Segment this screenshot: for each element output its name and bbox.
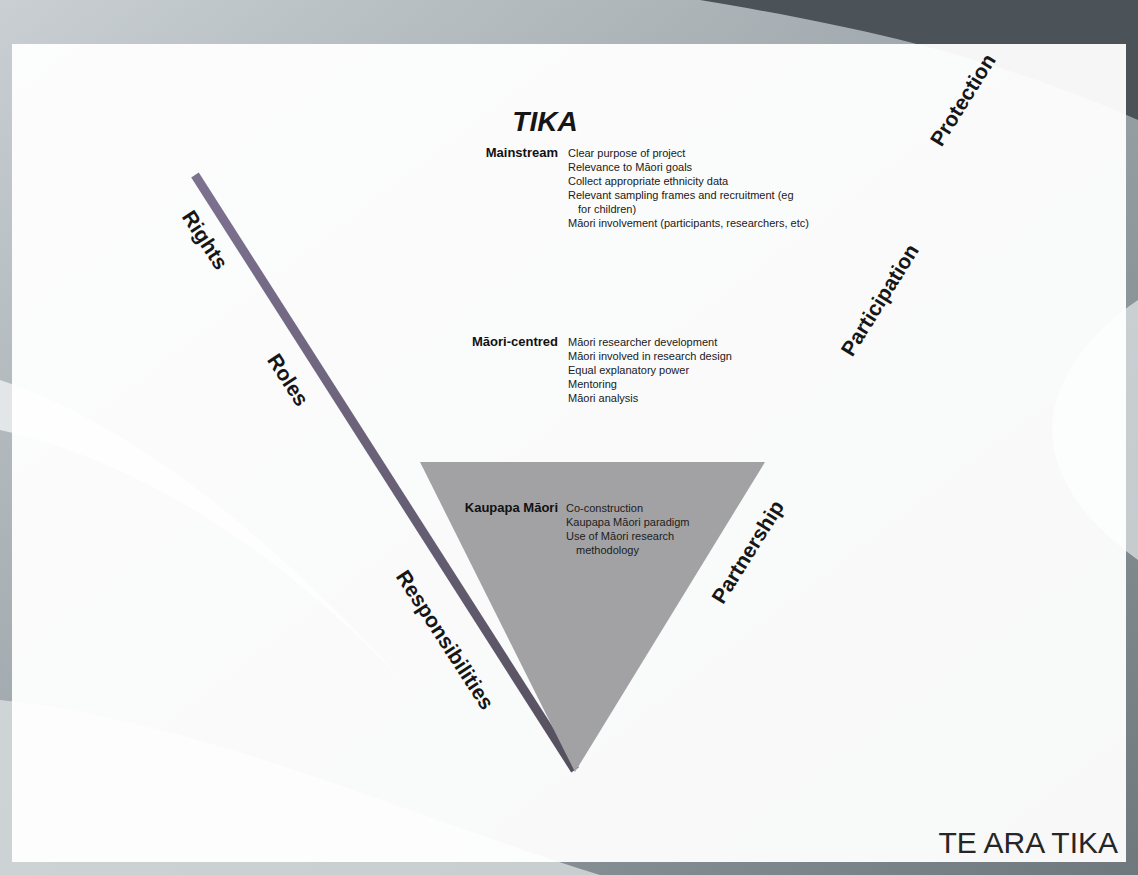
diagram-title: TIKA: [512, 105, 577, 139]
tier-item: Māori researcher development: [568, 335, 808, 349]
tier-item: Equal explanatory power: [568, 363, 808, 377]
tier-heading: Māori-centred: [472, 334, 558, 350]
tier-item: Use of Māori research methodology: [566, 529, 691, 557]
tier-item: Relevance to Māori goals: [568, 160, 838, 174]
tier-item: Clear purpose of project: [568, 146, 838, 160]
tier-heading: Mainstream: [486, 145, 558, 161]
tier-item: Collect appropriate ethnicity data: [568, 174, 838, 188]
tier-item: Relevant sampling frames and recruitment…: [568, 188, 806, 216]
item-list: Māori researcher developmentMāori involv…: [568, 335, 808, 405]
tier-item: Co-construction: [566, 501, 691, 515]
tier-heading: Kaupapa Māori: [465, 500, 558, 516]
tier-item: Kaupapa Māori paradigm: [566, 515, 691, 529]
tier-item: Māori involvement (participants, researc…: [568, 216, 838, 230]
tier-item: Māori involved in research design: [568, 349, 808, 363]
tier-triangle: Kaupapa Māori Co-constructionKaupapa Māor…: [420, 462, 765, 772]
brand-mark: TE ARA TIKA: [938, 826, 1118, 860]
white-panel: [12, 44, 1126, 862]
item-list: Clear purpose of projectRelevance to Māo…: [568, 146, 838, 230]
tier-item: Māori analysis: [568, 391, 808, 405]
triangle-fill: [420, 462, 765, 772]
tier-item: Mentoring: [568, 377, 808, 391]
item-list: Co-constructionKaupapa Māori paradigmUse…: [566, 501, 691, 557]
